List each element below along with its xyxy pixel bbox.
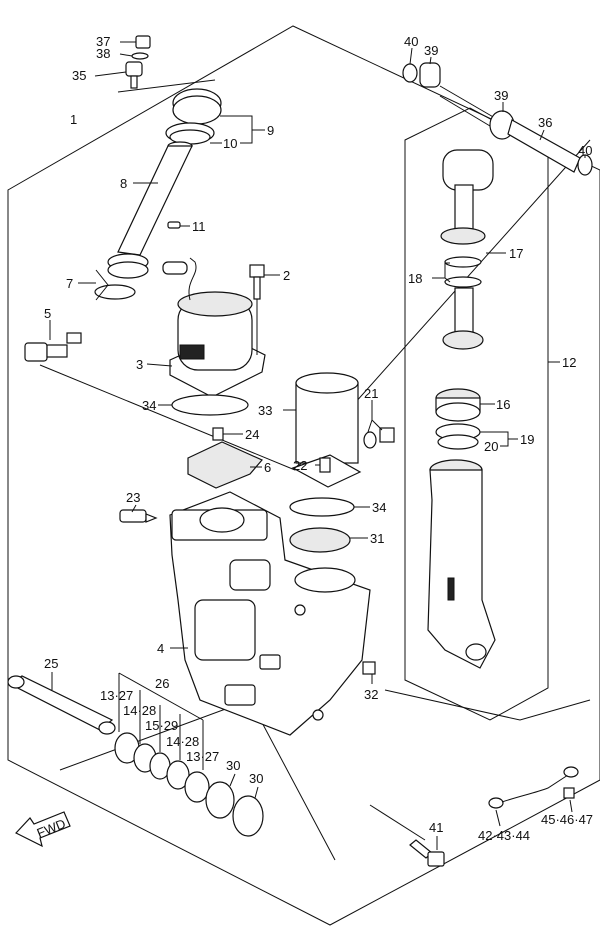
callout-11: 11 [192, 219, 206, 234]
forward-arrow-icon: FWD [15, 811, 71, 848]
callout-20: 20 [484, 439, 498, 454]
callout-37: 37 [96, 34, 110, 49]
callout-12: 12 [562, 355, 576, 370]
callout-13-27: 13·27 [100, 688, 133, 703]
fitting-21-part [363, 427, 395, 449]
callout-1: 1 [70, 112, 77, 127]
callout-23: 23 [126, 490, 140, 505]
bolt-41-part [409, 839, 445, 867]
callout-19: 19 [520, 432, 534, 447]
callout-24: 24 [245, 427, 259, 442]
manual-valve-tube-part [94, 141, 193, 300]
seal-ring-stack-part [114, 732, 264, 837]
callout-39: 39 [494, 88, 508, 103]
callout-42-43-44: 42·43·44 [478, 828, 530, 843]
seal-16-part [435, 388, 481, 422]
callout-32: 32 [364, 687, 378, 702]
callout-40: 40 [578, 143, 592, 158]
pump-body-part [169, 491, 371, 736]
callout-9: 9 [267, 123, 274, 138]
callout-45-46-47: 45·46·47 [541, 812, 593, 827]
fwd-label: FWD [35, 816, 68, 841]
o-ring-34-upper [171, 394, 249, 416]
callout-14-28: 14·28 [123, 703, 156, 718]
callout-10: 10 [223, 136, 237, 151]
filter-31-part [289, 527, 351, 553]
bolt-2-part [249, 264, 265, 300]
check-valve-part [24, 332, 82, 362]
assembly-outline [7, 25, 600, 926]
ground-wire-part [488, 766, 579, 809]
callout-3: 3 [136, 357, 143, 372]
reservoir-33-part [291, 372, 362, 488]
bolt-32-part [362, 661, 376, 675]
shaft-25-part [7, 675, 116, 735]
callout-38: 38 [96, 46, 110, 61]
pin-11-part [167, 221, 181, 229]
callout-14-28: 14·28 [166, 734, 199, 749]
callout-7: 7 [66, 276, 73, 291]
callout-34: 34 [142, 398, 156, 413]
cylinder-group-frame [404, 107, 549, 721]
guide-line-right [384, 689, 591, 721]
callout-16: 16 [496, 397, 510, 412]
guide-line-41 [369, 804, 426, 841]
callout-36: 36 [538, 115, 552, 130]
callout-6: 6 [264, 460, 271, 475]
callout-4: 4 [157, 641, 164, 656]
callout-31: 31 [370, 531, 384, 546]
callout-35: 35 [72, 68, 86, 83]
callout-30: 30 [249, 771, 263, 786]
guide-line-35 [117, 79, 216, 93]
callout-21: 21 [364, 386, 378, 401]
trim-rod-17-part [440, 149, 494, 350]
callout-26: 26 [155, 676, 169, 691]
callout-25: 25 [44, 656, 58, 671]
callout-13-27: 13·27 [186, 749, 219, 764]
pipe-36-part [402, 62, 593, 176]
callout-2: 2 [283, 268, 290, 283]
trim-motor-part [162, 257, 266, 398]
callout-22: 22 [293, 458, 307, 473]
reservoir-cap-part [165, 88, 222, 145]
callout-30: 30 [226, 758, 240, 773]
callout-18: 18 [408, 271, 422, 286]
guide-line-top [39, 139, 591, 471]
callout-8: 8 [120, 176, 127, 191]
callout-40: 40 [404, 34, 418, 49]
o-ring-34-lower [289, 497, 355, 517]
callout-41: 41 [429, 820, 443, 835]
fitting-23-part [119, 509, 158, 523]
plate-6-part [187, 427, 263, 489]
callout-39: 39 [424, 43, 438, 58]
cylinder-body-part [427, 459, 496, 669]
plug-bolt-part [125, 35, 151, 89]
ring-20-part [437, 434, 479, 450]
callout-17: 17 [509, 246, 523, 261]
callout-5: 5 [44, 306, 51, 321]
callout-15-29: 15·29 [145, 718, 178, 733]
callout-34: 34 [372, 500, 386, 515]
callout-33: 33 [258, 403, 272, 418]
